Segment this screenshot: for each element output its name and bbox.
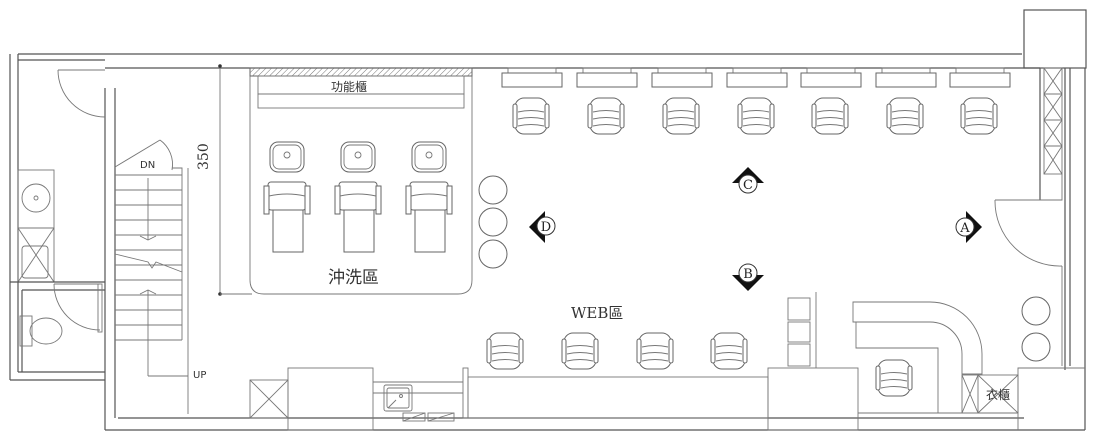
- dimension-line: [218, 64, 252, 296]
- svg-text:A: A: [959, 221, 970, 236]
- top-workstations: [501, 67, 1011, 135]
- wash-area-label: 沖洗區: [328, 268, 379, 288]
- section-marker-a: A: [955, 211, 982, 243]
- function-cabinet: [249, 67, 473, 77]
- section-marker-b: B: [732, 263, 764, 291]
- svg-text:D: D: [541, 220, 551, 235]
- reception-counter: [852, 301, 1085, 430]
- web-area-label: WEB區: [571, 304, 624, 322]
- right-storage: [994, 67, 1063, 366]
- section-marker-d: D: [529, 211, 556, 243]
- entrance-door: [57, 69, 106, 118]
- stair-up-label: UP: [193, 370, 207, 381]
- function-cabinet-label: 功能櫃: [331, 80, 368, 94]
- web-area-chairs: [486, 332, 748, 370]
- stair-down-label: DN: [140, 160, 156, 171]
- toilet-icon: [19, 315, 33, 347]
- staircase: [114, 139, 189, 414]
- washbasin-icon: [21, 183, 51, 213]
- section-marker-c: C: [732, 167, 764, 194]
- wardrobe-label: 衣櫃: [986, 388, 1011, 402]
- dimension-label: 350: [196, 143, 212, 170]
- svg-text:B: B: [743, 267, 753, 282]
- bathroom: [10, 169, 105, 372]
- svg-text:C: C: [743, 178, 753, 193]
- sink-icon: [383, 384, 413, 412]
- wash-area: [249, 67, 473, 295]
- round-stools: [478, 175, 1051, 362]
- bottom-counters: [249, 292, 859, 431]
